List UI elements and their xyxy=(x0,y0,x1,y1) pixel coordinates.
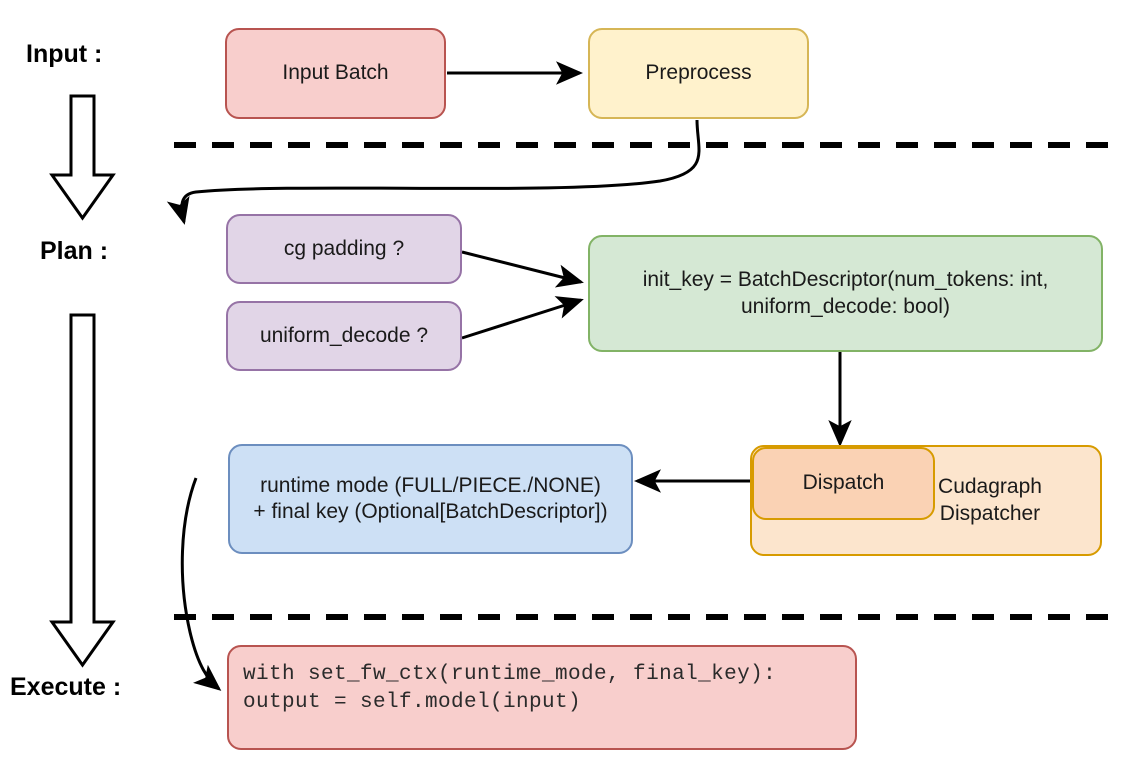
connector-runtime-mode-to-execute-code xyxy=(180,477,222,691)
node-cg-padding[interactable]: cg padding ? xyxy=(226,214,462,284)
node-uniform-decode-label: uniform_decode ? xyxy=(259,323,429,347)
stage-label-plan: Plan : xyxy=(40,237,109,265)
node-uniform-decode[interactable]: uniform_decode ? xyxy=(226,301,462,371)
connector-preprocess-to-plan xyxy=(166,119,701,225)
node-execute-code-label: with set_fw_ctx(runtime_mode, final_key)… xyxy=(243,663,777,715)
connector-uniform-decode-to-init-key xyxy=(461,296,584,340)
connector-cg-padding-to-init-key xyxy=(461,250,584,288)
node-init-key-label: init_key = BatchDescriptor(num_tokens: i… xyxy=(642,268,1049,318)
node-preprocess-label: Preprocess xyxy=(645,61,752,85)
node-runtime-mode[interactable]: runtime mode (FULL/PIECE./NONE) + final … xyxy=(228,444,633,554)
stage-label-execute: Execute : xyxy=(10,673,122,701)
node-init-key[interactable]: init_key = BatchDescriptor(num_tokens: i… xyxy=(588,235,1103,352)
node-execute-code[interactable]: with set_fw_ctx(runtime_mode, final_key)… xyxy=(227,645,857,750)
node-cudagraph-dispatcher-label: Cudagraph Dispatcher xyxy=(938,475,1042,525)
node-preprocess[interactable]: Preprocess xyxy=(588,28,809,119)
node-dispatch-label: Dispatch xyxy=(802,471,885,495)
plan-to-execute-block-arrow xyxy=(49,313,116,668)
node-cg-padding-label: cg padding ? xyxy=(283,236,405,260)
stage-label-input: Input : xyxy=(26,40,103,68)
input-to-plan-block-arrow xyxy=(49,94,116,221)
node-runtime-mode-label: runtime mode (FULL/PIECE./NONE) + final … xyxy=(253,473,608,523)
node-input-batch[interactable]: Input Batch xyxy=(225,28,446,119)
node-input-batch-label: Input Batch xyxy=(282,61,389,85)
node-dispatch[interactable]: Dispatch xyxy=(752,447,935,520)
